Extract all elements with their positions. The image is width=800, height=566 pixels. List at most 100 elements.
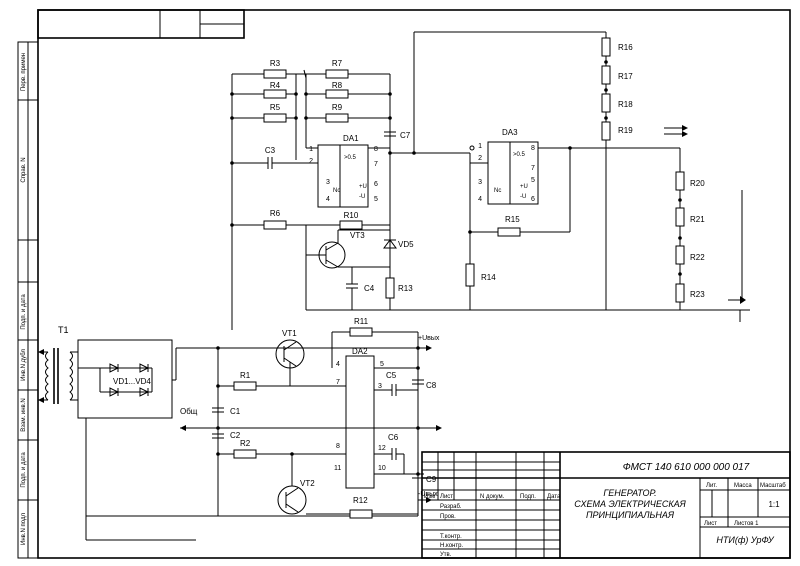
label-r6: R6: [270, 209, 281, 218]
label-c2: C2: [230, 431, 241, 440]
side-label-5: Взам. инв.N: [21, 398, 27, 431]
label-vt3: VT3: [350, 231, 365, 240]
svg-text:Nc: Nc: [333, 188, 340, 194]
svg-text:2: 2: [478, 155, 482, 162]
svg-text:Лист: Лист: [440, 494, 453, 500]
label-r3: R3: [270, 59, 281, 68]
title-line-2: СХЕМА ЭЛЕКТРИЧЕСКАЯ: [574, 499, 686, 509]
label-da2: DA2: [352, 347, 368, 356]
resistor-r3: [263, 69, 287, 79]
scale-value: 1:1: [768, 500, 780, 509]
svg-text:N докум.: N докум.: [480, 494, 505, 500]
svg-text:Разраб.: Разраб.: [440, 504, 462, 510]
svg-text:8: 8: [531, 145, 535, 152]
resistor-r2: [233, 449, 257, 459]
svg-text:Дата: Дата: [547, 494, 561, 500]
label-da3: DA3: [502, 128, 518, 137]
label-r20: R20: [690, 179, 705, 188]
output-pos-label: +Uвых: [418, 335, 440, 342]
resistor-r17: [601, 65, 611, 85]
label-vd5: VD5: [398, 240, 414, 249]
svg-text:Листов 1: Листов 1: [734, 521, 759, 527]
regulator-da2: [345, 355, 375, 489]
side-label-2: Справ. N: [21, 157, 27, 182]
output-neg-label: -Uвых: [418, 491, 438, 498]
title-line-1: ГЕНЕРАТОР.: [603, 488, 656, 498]
label-t1: T1: [58, 325, 69, 335]
svg-text:1: 1: [309, 146, 313, 153]
label-c8: C8: [426, 381, 437, 390]
svg-text:Лист: Лист: [704, 521, 717, 527]
label-c5: C5: [386, 371, 397, 380]
svg-text:5: 5: [531, 177, 535, 184]
svg-text:3: 3: [478, 179, 482, 186]
svg-text:5: 5: [380, 361, 384, 368]
svg-text:Пров.: Пров.: [440, 514, 456, 520]
svg-text:>0.5: >0.5: [513, 152, 526, 158]
svg-text:5: 5: [374, 196, 378, 203]
resistor-r1: [233, 381, 257, 391]
svg-text:Подп.: Подп.: [520, 494, 536, 500]
resistor-r10: [339, 220, 363, 230]
label-r15: R15: [505, 215, 520, 224]
svg-text:4: 4: [478, 196, 482, 203]
label-r9: R9: [332, 103, 343, 112]
svg-text:4: 4: [326, 196, 330, 203]
svg-text:-U: -U: [359, 194, 365, 200]
svg-text:3: 3: [326, 179, 330, 186]
resistor-r4: [263, 89, 287, 99]
label-c3: C3: [265, 146, 276, 155]
side-label-4: Инв.N дубл: [21, 349, 27, 381]
svg-text:2: 2: [309, 158, 313, 165]
label-r7: R7: [332, 59, 343, 68]
side-label-1: Перв. примен: [21, 53, 27, 91]
svg-text:10: 10: [378, 465, 386, 472]
organization: НТИ(ф) УрФУ: [716, 535, 774, 545]
svg-text:7: 7: [374, 161, 378, 168]
label-c9: C9: [426, 475, 437, 484]
label-r17: R17: [618, 72, 633, 81]
svg-text:>0.5: >0.5: [344, 155, 357, 161]
top-stamp-box: [37, 9, 245, 39]
svg-text:Утв.: Утв.: [440, 552, 452, 558]
svg-text:6: 6: [531, 196, 535, 203]
svg-text:7: 7: [336, 379, 340, 386]
side-label-6: Подп. и дата: [21, 452, 27, 488]
resistor-r7: [325, 69, 349, 79]
svg-text:Лит.: Лит.: [706, 483, 717, 489]
svg-text:4: 4: [336, 361, 340, 368]
label-c1: C1: [230, 407, 241, 416]
svg-text:Масштаб: Масштаб: [760, 483, 786, 489]
svg-text:Масса: Масса: [734, 483, 752, 489]
title-line-3: ПРИНЦИПИАЛЬНАЯ: [586, 510, 675, 520]
label-r13: R13: [398, 284, 413, 293]
label-r14: R14: [481, 273, 496, 282]
label-r11: R11: [354, 317, 369, 326]
upper-circuit: R3 R4 R5 R7 R8 R9 C7 DA1 1 2: [230, 31, 750, 330]
resistor-r23: [675, 283, 685, 303]
svg-text:+U: +U: [359, 184, 367, 190]
doc-code: ФМСТ 140 610 000 000 017: [623, 462, 750, 473]
label-r8: R8: [332, 81, 343, 90]
label-r23: R23: [690, 290, 705, 299]
opamp-da3: [487, 141, 539, 205]
resistor-r6: [263, 220, 287, 230]
label-c4: C4: [364, 284, 375, 293]
resistor-r12: [349, 509, 373, 519]
label-c6: C6: [388, 433, 399, 442]
svg-text:1: 1: [478, 143, 482, 150]
side-label-7: Инв.N подл: [21, 513, 27, 545]
side-label-3: Подп. и дата: [21, 294, 27, 330]
label-c7: C7: [400, 131, 411, 140]
svg-text:-U: -U: [520, 194, 526, 200]
label-r22: R22: [690, 253, 705, 262]
svg-text:11: 11: [334, 465, 341, 472]
svg-text:8: 8: [374, 146, 378, 153]
resistor-r9: [325, 113, 349, 123]
svg-text:+U: +U: [520, 184, 528, 190]
transformer-t1: [38, 348, 73, 404]
resistor-r13: [385, 277, 395, 299]
label-r1: R1: [240, 371, 251, 380]
svg-text:6: 6: [374, 181, 378, 188]
resistor-r5: [263, 113, 287, 123]
